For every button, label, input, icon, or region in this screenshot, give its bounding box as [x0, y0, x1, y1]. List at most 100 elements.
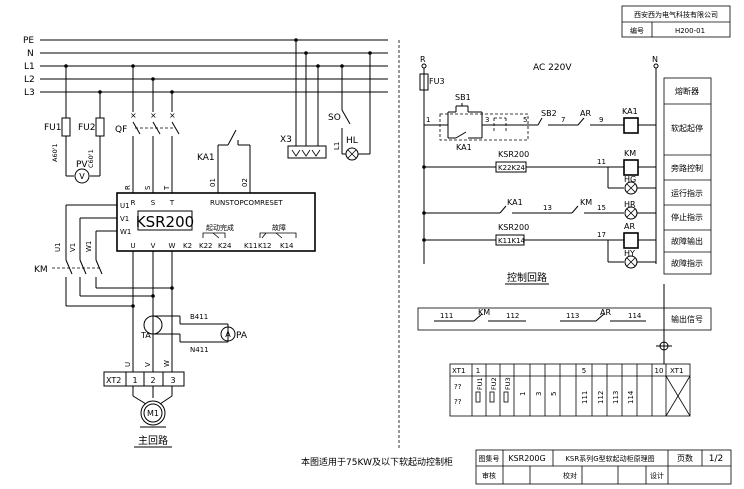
output-node: 113 [566, 312, 579, 320]
page-label: 页数 [677, 453, 693, 463]
title-block-bottom: 图集号 KSR200G KSR系列G型软起动柜原理图 页数 1/2 审核 校对 … [475, 449, 732, 485]
drawing-title: KSR系列G型软起动柜原理图 [565, 454, 654, 463]
xt1-terminal: 5 [550, 392, 558, 396]
output-signal: 111 KM 112 113 AR 114 输出信号 [417, 284, 712, 364]
function-label: 运行指示 [671, 188, 703, 198]
node-label: 17 [597, 231, 606, 239]
xt2-label: XT2 [106, 376, 121, 385]
fuse-fu1-rating: A60'1 [51, 143, 59, 162]
xt1-terminal: 1 [519, 392, 527, 396]
node-label: 3 [485, 116, 489, 124]
motor-label: M1 [147, 409, 159, 418]
control-circuit-caption: 控制回路 [507, 271, 547, 284]
ksr-relay-k2: K2 [183, 242, 192, 250]
ka1-nc-label: KA1 [507, 198, 523, 207]
rung-stop-indicator: KA1 13 KM 15 HR [422, 198, 656, 220]
ammeter-symbol: A [225, 330, 231, 339]
wire-n411-label: N411 [190, 346, 209, 354]
ksr-relay-label: K12 [258, 242, 272, 250]
drawing-no-label: 图集号 [479, 454, 500, 463]
coil-ka1-label: KA1 [622, 107, 638, 116]
output-km-label: KM [478, 308, 490, 317]
xt1-qmark: ?? [454, 383, 462, 391]
ksr-bypass-label: W1 [120, 228, 131, 236]
output-node: 112 [506, 312, 519, 320]
xt1-terminal: 111 [581, 391, 589, 404]
voltmeter-symbol: V [79, 172, 85, 181]
title-block-top: 西安西为电气科技有限公司 编号 H200-01 [621, 5, 731, 38]
socket-x3: X3 [280, 38, 327, 159]
function-label: 故障输出 [671, 236, 703, 246]
ksr-output-label: W [169, 242, 176, 250]
output-node: 114 [628, 312, 642, 320]
node-label: 7 [561, 116, 565, 124]
main-circuit: PE N L1 L2 L3 FU1 A60'1 FU2 C60'1 V PV [23, 36, 388, 448]
ctrl-r-label: R [420, 55, 426, 64]
lamp-hy-label: HY [624, 249, 635, 258]
voltmeter-label: PV [76, 160, 88, 170]
qf-x: × [169, 111, 176, 120]
page-value: 1/2 [709, 454, 723, 464]
coil-ar-label: AR [624, 222, 635, 231]
ksr-bypass-label: V1 [120, 215, 129, 223]
xt2-term: 2 [150, 376, 155, 385]
ksr200-unit: RUNSTOPCOMRESET R S T KSR200 U1 V1 W1 U … [116, 192, 316, 252]
qf-phase-label: T [163, 185, 171, 191]
ac-voltage-label: AC 220V [533, 63, 572, 73]
sb1-label: SB1 [455, 93, 471, 102]
bus-label: L3 [24, 88, 35, 98]
function-label: 故障指示 [671, 258, 703, 268]
design-label: 设计 [650, 471, 664, 480]
xt1-terminal: 114 [627, 390, 635, 404]
fuse-fu3-label: FU3 [429, 77, 445, 86]
ksr-bypass-label: U1 [120, 202, 130, 210]
bus-label: L2 [24, 75, 35, 85]
ksr-output-label: V [151, 242, 156, 250]
ksr-relay-r2-label: KSR200 [498, 223, 529, 232]
review-label: 审核 [482, 471, 496, 480]
node-label: 5 [523, 116, 527, 124]
node-label: 11 [597, 158, 606, 166]
company-name: 西安西为电气科技有限公司 [634, 10, 718, 19]
wire-b411-label: B411 [190, 313, 208, 321]
output-node: 111 [440, 312, 453, 320]
qf-x: × [130, 111, 137, 120]
motor-phase-label: V [144, 362, 152, 367]
contactor-km-label: KM [34, 265, 48, 275]
lamp-hr-label: HR [624, 200, 636, 209]
function-label: 熔断器 [675, 86, 699, 96]
qf-phase-label: S [144, 185, 152, 190]
ka1-contact-label: KA1 [197, 153, 215, 163]
fuse-fu2-label: FU2 [78, 123, 96, 133]
fuse-fu1-label: FU1 [44, 123, 62, 133]
function-label: 停止指示 [671, 212, 703, 222]
terminal-block-xt1: XT1 XT1 ?? ?? FU1 FU2 FU3 1 5 10 1 3 5 1… [449, 363, 691, 417]
sb2-label: SB2 [541, 109, 557, 118]
function-column: 熔断器 软起起停 旁路控制 运行指示 停止指示 故障输出 故障指示 [663, 77, 712, 275]
ksr-output-label: U [130, 242, 135, 250]
ksr-relay-label: K24 [218, 242, 232, 250]
output-ar-label: AR [600, 308, 611, 317]
fuse-fu2-rating: C60'1 [87, 149, 95, 168]
ksr-model-title: KSR200 [136, 213, 194, 231]
control-circuit: R N FU3 AC 220V 1 SB1 KA1 [419, 55, 712, 285]
rung-fault: KSR200 K11K14 17 AR HY [422, 222, 656, 269]
node-label: 1 [426, 116, 430, 124]
ksr-relay-label: K22 [199, 242, 213, 250]
xt1-top-number: 1 [476, 367, 480, 375]
km-phase-label: U1 [54, 242, 62, 252]
xt1-qmark: ?? [454, 398, 462, 406]
node-label: 13 [543, 204, 552, 212]
ksr-input-label: T [169, 199, 175, 207]
ksr-input-label: R [131, 199, 136, 207]
main-circuit-caption: 主回路 [138, 434, 168, 447]
ta-label: TA [140, 331, 151, 340]
km-phase-label: W1 [85, 241, 93, 252]
ka1-seal-label: KA1 [456, 143, 472, 152]
lamp-hg-label: HG [624, 175, 636, 184]
ksr-start-done: 起动完成 [206, 223, 234, 232]
ctrl-term-label: 01 [209, 178, 217, 187]
ka1-run-contact: KA1 01 02 [197, 129, 251, 193]
motor-feed: TA A PA B411 N411 U V W [124, 251, 248, 372]
